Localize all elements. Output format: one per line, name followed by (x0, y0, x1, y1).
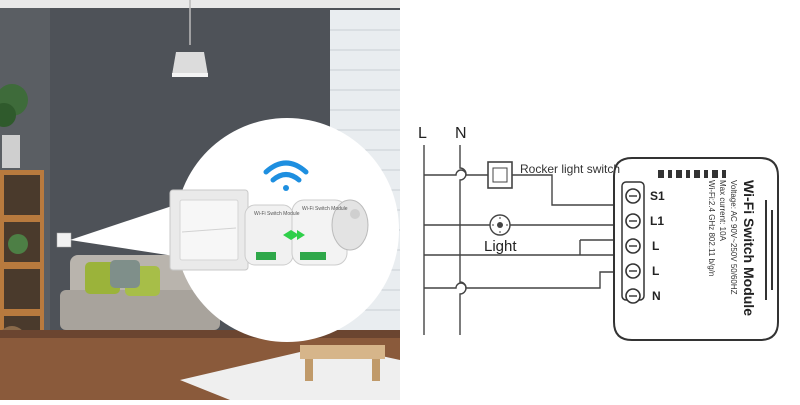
terminal-label-l1: L1 (650, 214, 665, 228)
sofa (60, 255, 220, 330)
wall-switch (56, 232, 72, 248)
wire-n-to-module (424, 271, 632, 289)
neutral-wire (459, 145, 467, 335)
terminal-label-n: N (652, 289, 661, 303)
module-spec-voltage: Voltage: AC 90V~250V 50/60HZ (729, 180, 738, 295)
wifi-module-symbol (613, 157, 779, 341)
room-photo: Wi-Fi Switch Module Wi-Fi Switch Module (0, 0, 400, 400)
wifi-icon (263, 160, 309, 191)
light-bulb-icon (489, 214, 511, 236)
module-title: Wi-Fi Switch Module (741, 180, 757, 316)
room-illustration (0, 0, 400, 400)
terminal-label-s1: S1 (650, 189, 665, 203)
inset-module-title-2: Wi-Fi Switch Module (302, 206, 348, 212)
rocker-switch-product (169, 189, 249, 271)
wire-switch-to-s1 (512, 174, 632, 206)
pendant-lamp (172, 0, 208, 77)
wire-l-to-switch (424, 169, 488, 176)
inset-module-title-1: Wi-Fi Switch Module (254, 211, 300, 217)
light-label: Light (484, 238, 517, 255)
terminal-label-l-b: L (652, 264, 660, 278)
switch-module-product (244, 199, 369, 266)
terminal-label-l-a: L (652, 239, 660, 253)
switch-label: Rocker light switch (520, 162, 621, 176)
line-label: L (418, 125, 427, 142)
module-spec-wifi: Wi-Fi:2.4 GHz 802.11 b/g/n (707, 180, 716, 277)
module-spec-current: Max current: 10A (718, 180, 727, 241)
rocker-switch-symbol (487, 161, 513, 189)
neutral-label: N (455, 125, 467, 142)
cert-marks (658, 170, 726, 178)
wiring-lines (423, 145, 779, 341)
wiring-diagram: L N Rocker light switch Light Wi-Fi Swit… (400, 0, 800, 400)
link-arrows (283, 230, 305, 240)
module-text-rotated: Wi-Fi Switch Module Voltage: AC 90V~250V… (632, 180, 757, 340)
